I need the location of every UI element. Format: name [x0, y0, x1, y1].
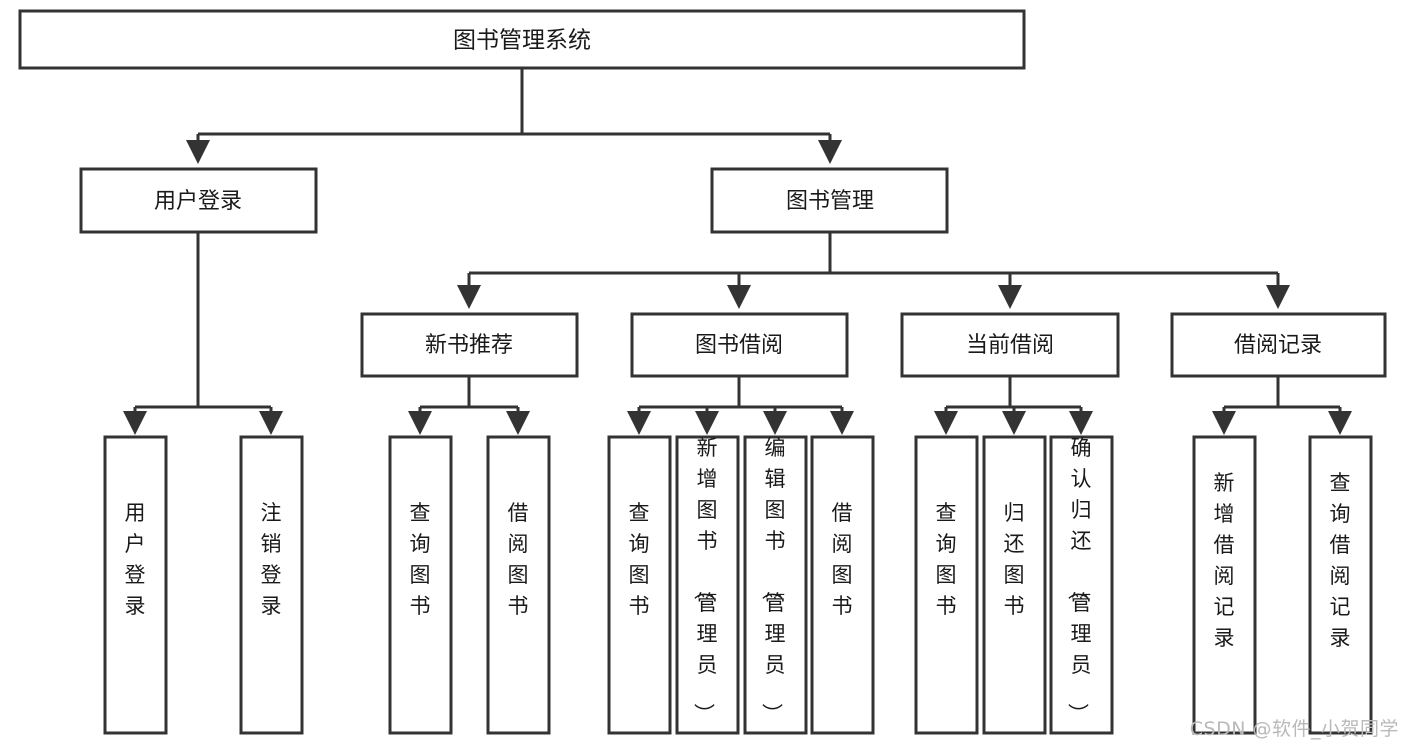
- node-leaf-user-login[interactable]: 用户登录: [103, 435, 168, 735]
- csdn-watermark: CSDN @软件_小贺同学: [1189, 718, 1399, 740]
- node-leaf-user-login-label: 用户登录: [125, 501, 146, 618]
- node-leaf-borrow-book-2-box: [810, 435, 875, 735]
- node-root[interactable]: 图书管理系统: [18, 9, 1026, 70]
- node-leaf-query-book-2-box: [607, 435, 672, 735]
- node-root-label: 图书管理系统: [453, 28, 591, 54]
- node-leaf-query-book-3-label: 查询图书: [936, 501, 957, 618]
- node-leaf-add-record-box: [1192, 435, 1257, 735]
- node-new-book-rec-box: [360, 312, 579, 378]
- node-leaf-edit-book[interactable]: 编辑图书（管理员）: [743, 435, 808, 735]
- node-leaf-borrow-book-1-box: [486, 435, 551, 735]
- node-leaf-query-book-2-label: 查询图书: [629, 501, 650, 618]
- node-leaf-query-book-3-box: [914, 435, 979, 735]
- node-leaf-add-record-label: 新增借阅记录: [1214, 471, 1235, 650]
- node-leaf-query-record[interactable]: 查询借阅记录: [1308, 435, 1373, 735]
- node-new-book-rec-label: 新书推荐: [425, 333, 513, 358]
- node-leaf-add-book-box: [675, 435, 740, 735]
- node-book-manage[interactable]: 图书管理: [710, 167, 949, 234]
- node-book-manage-box: [710, 167, 949, 234]
- node-leaf-borrow-book-1[interactable]: 借阅图书: [486, 435, 551, 735]
- node-leaf-query-book-1[interactable]: 查询图书: [388, 435, 453, 735]
- node-leaf-query-book-3[interactable]: 查询图书: [914, 435, 979, 735]
- connector-group-root: [186, 68, 842, 164]
- node-leaf-add-record[interactable]: 新增借阅记录: [1192, 435, 1257, 735]
- node-book-borrow-label: 图书借阅: [695, 333, 783, 358]
- node-user-login-label: 用户登录: [154, 189, 242, 214]
- node-leaf-query-book-1-box: [388, 435, 453, 735]
- node-leaf-user-logout-label: 注销登录: [261, 501, 282, 618]
- connector-group-book-borrow: [627, 376, 854, 435]
- node-book-borrow[interactable]: 图书借阅: [630, 312, 849, 378]
- node-leaf-query-record-box: [1308, 435, 1373, 735]
- node-current-borrow-box: [900, 312, 1120, 378]
- node-user-login-box: [79, 167, 318, 234]
- node-leaf-borrow-book-2-label: 借阅图书: [832, 501, 853, 618]
- node-leaf-user-login-box: [103, 435, 168, 735]
- node-leaf-return-book[interactable]: 归还图书: [982, 435, 1047, 735]
- connector-group-user-login: [123, 232, 283, 435]
- node-leaf-confirm-return[interactable]: 确认归还（管理员）: [1049, 435, 1114, 735]
- node-leaf-query-record-label: 查询借阅记录: [1330, 471, 1351, 650]
- node-book-borrow-box: [630, 312, 849, 378]
- node-leaf-user-logout-box: [239, 435, 304, 735]
- node-leaf-add-book[interactable]: 新增图书（管理员）: [675, 435, 740, 735]
- node-leaf-confirm-return-box: [1049, 435, 1114, 735]
- node-leaf-borrow-book-1-label: 借阅图书: [508, 501, 529, 618]
- connector-group-borrow-record: [1212, 376, 1352, 435]
- connector-group-new-book-rec: [408, 376, 530, 435]
- node-leaf-confirm-return-label: 确认归还（管理员）: [1066, 436, 1092, 724]
- node-leaf-edit-book-box: [743, 435, 808, 735]
- node-user-login[interactable]: 用户登录: [79, 167, 318, 234]
- node-current-borrow-label: 当前借阅: [966, 333, 1054, 358]
- node-root-box: [18, 9, 1026, 70]
- node-leaf-return-book-label: 归还图书: [1004, 501, 1025, 618]
- node-leaf-add-book-label: 新增图书（管理员）: [692, 436, 718, 724]
- connector-group-book-manage: [457, 232, 1290, 309]
- node-new-book-rec[interactable]: 新书推荐: [360, 312, 579, 378]
- connector-group-current-borrow: [934, 376, 1093, 435]
- node-borrow-record[interactable]: 借阅记录: [1170, 312, 1387, 378]
- node-leaf-edit-book-label: 编辑图书（管理员）: [760, 436, 786, 724]
- node-leaf-user-logout[interactable]: 注销登录: [239, 435, 304, 735]
- node-borrow-record-label: 借阅记录: [1234, 333, 1322, 358]
- node-borrow-record-box: [1170, 312, 1387, 378]
- node-leaf-borrow-book-2[interactable]: 借阅图书: [810, 435, 875, 735]
- node-current-borrow[interactable]: 当前借阅: [900, 312, 1120, 378]
- node-leaf-return-book-box: [982, 435, 1047, 735]
- node-leaf-query-book-2[interactable]: 查询图书: [607, 435, 672, 735]
- node-leaf-query-book-1-label: 查询图书: [410, 501, 431, 618]
- node-book-manage-label: 图书管理: [786, 189, 874, 214]
